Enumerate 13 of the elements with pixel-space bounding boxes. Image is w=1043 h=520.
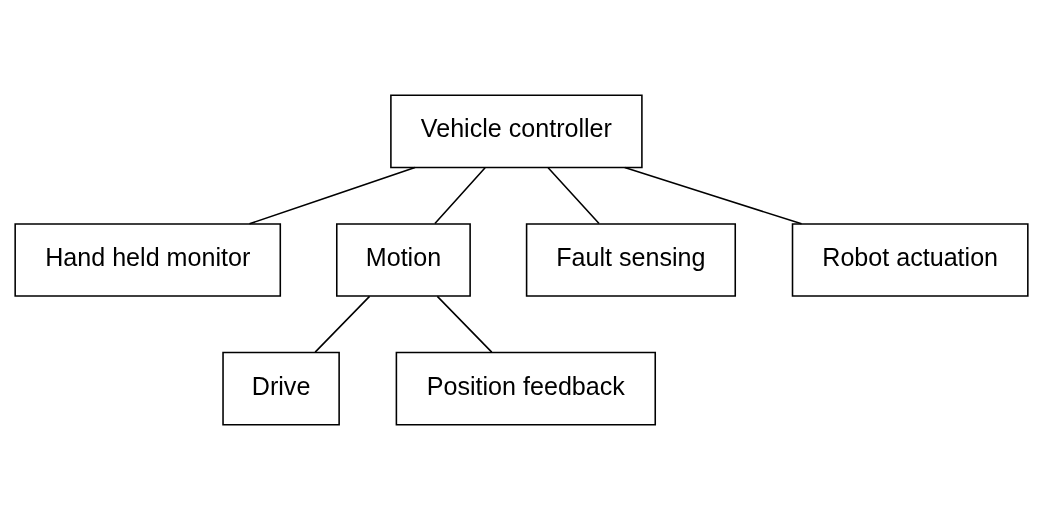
connector (248, 166, 416, 225)
connector (547, 166, 600, 225)
node-box: Fault sensing (525, 223, 737, 297)
node-box: Drive (222, 351, 340, 426)
connector (314, 295, 371, 353)
connector (434, 166, 486, 225)
node-box: Robot actuation (791, 223, 1029, 297)
connector (623, 166, 803, 225)
node-box: Motion (336, 223, 471, 297)
node-box: Hand held monitor (14, 223, 282, 297)
node-box: Vehicle controller (390, 94, 643, 169)
node-box: Position feedback (395, 351, 657, 426)
connector (436, 295, 493, 353)
